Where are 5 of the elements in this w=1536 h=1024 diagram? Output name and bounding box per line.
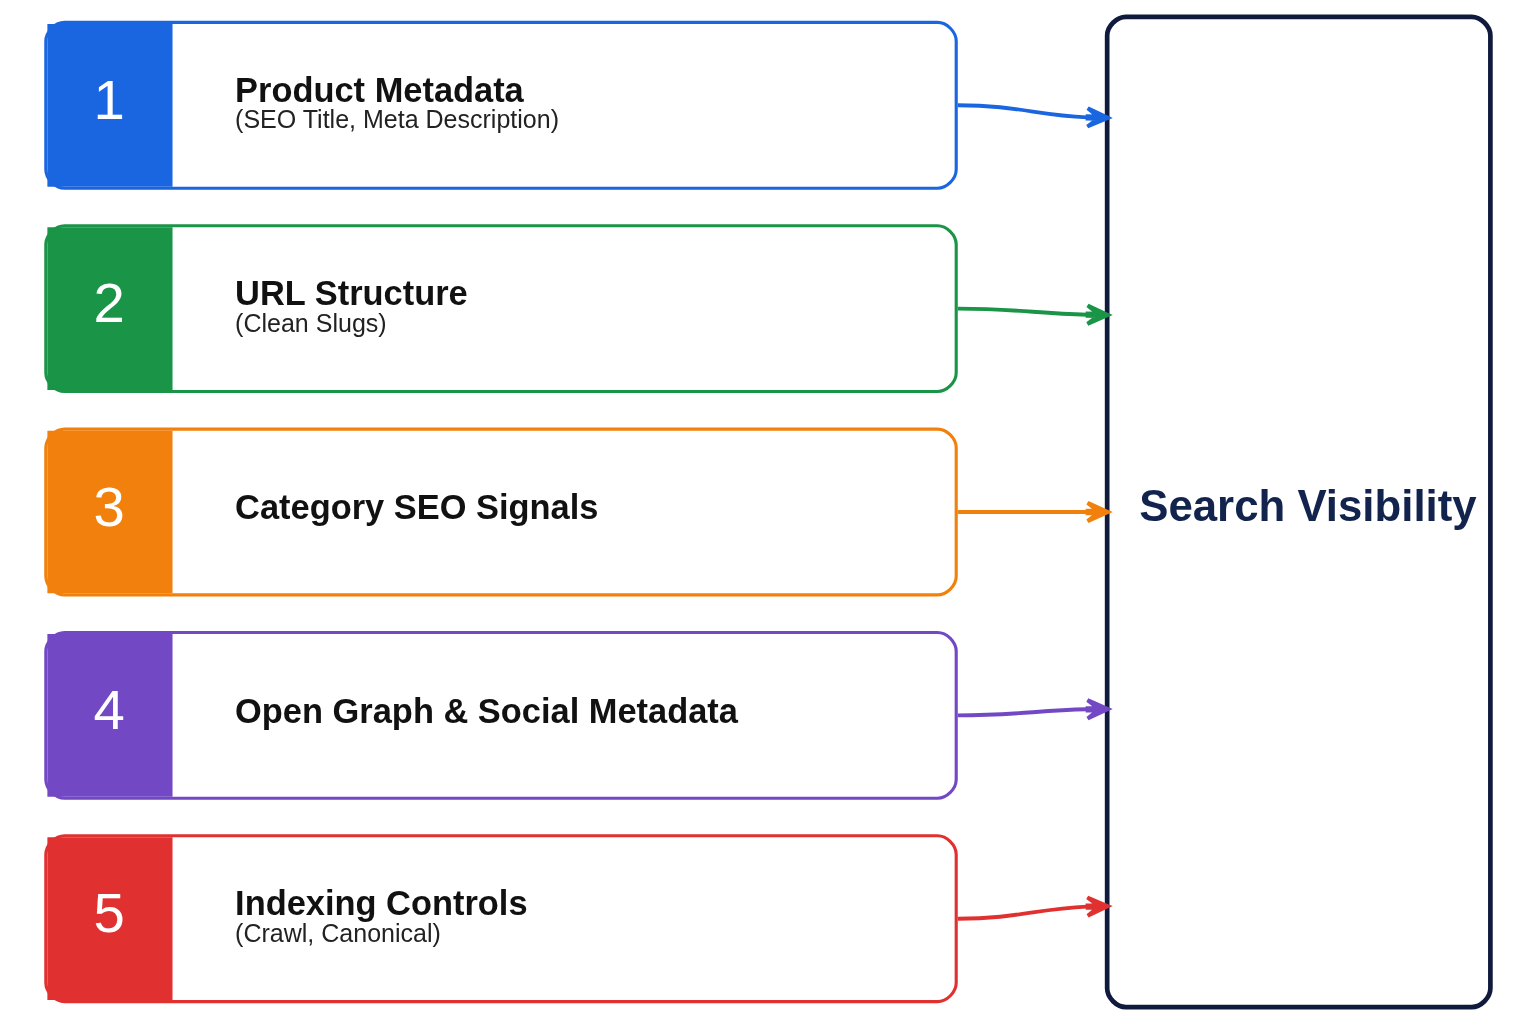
arrow [957,895,1110,921]
arrow [957,698,1110,721]
arrow [957,303,1110,326]
arrow [957,103,1110,129]
arrow [957,500,1110,524]
